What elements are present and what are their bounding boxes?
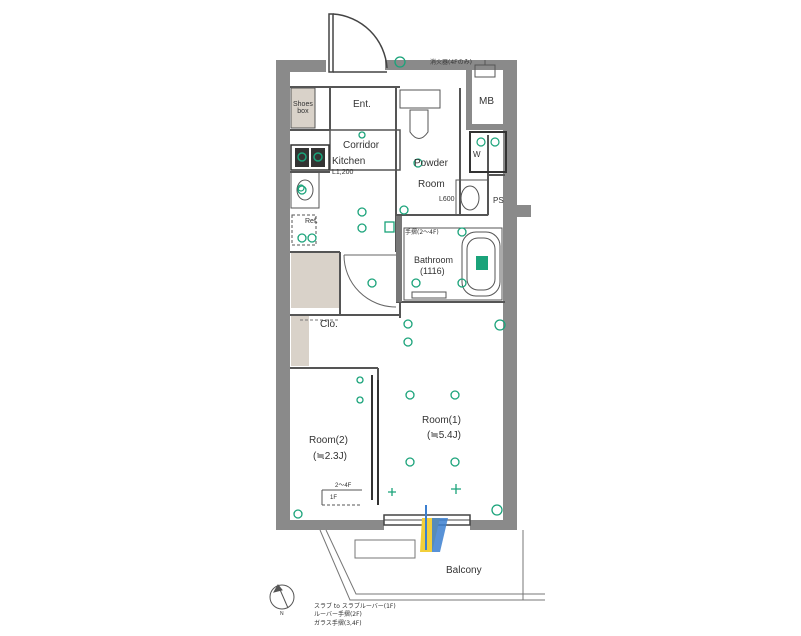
balcony-outline [319, 529, 545, 601]
legend-line-3: ガラス手摺(3,4F) [314, 619, 362, 627]
kitchen-label: Kitchen [332, 156, 366, 167]
balcony-label: Balcony [446, 565, 482, 576]
entrance-label: Ent. [353, 99, 371, 110]
legend-line-2: ルーバー手摺(2F) [314, 611, 362, 619]
kitchen-width-label: L1,200 [332, 169, 354, 176]
shoes-box-label: Shoes box [293, 101, 313, 116]
exterior-walls [276, 60, 531, 530]
legend-line-1: スラブ to スラブルーバー(1F) [314, 603, 396, 610]
closet-label: Clo. [320, 319, 338, 330]
room1-label: Room(1) [422, 415, 461, 426]
electrical-fixtures [293, 56, 506, 519]
bathroom-fixtures [403, 227, 503, 301]
compass-label: N [280, 611, 284, 617]
powder-width-label: L600 [439, 196, 455, 203]
kitchen-fixtures [290, 144, 330, 209]
washer-label: W [473, 150, 481, 159]
handrail-note: 手摺(2～4F) [405, 229, 439, 236]
step-1f-label: 1F [330, 495, 338, 501]
shoes-box-line2: box [297, 108, 309, 116]
kitchen-partition [329, 129, 401, 171]
legend: スラブ to スラブルーバー(1F) ルーバー手摺(2F) ガラス手摺(3,4F… [314, 603, 396, 628]
balcony-window [383, 505, 471, 552]
room2-size-label: (≒2.3J) [313, 451, 347, 462]
step-notch [321, 489, 362, 506]
powder-fixtures [399, 60, 507, 216]
ps-label: PS [493, 196, 504, 205]
refrigerator-label: Ref. [305, 218, 318, 225]
powder-room-label-2: Room [418, 179, 445, 190]
corridor-label: Corridor [343, 140, 380, 151]
bath-partition [396, 216, 402, 302]
entrance-door [328, 13, 388, 73]
storage-areas [290, 87, 339, 366]
shoes-box-line1: Shoes [293, 101, 313, 108]
room-partition-doors [300, 254, 397, 505]
extinguisher-note: 消火器(4Fのみ) [430, 59, 472, 66]
compass-icon [269, 584, 295, 610]
room1-size-label: (≒5.4J) [427, 430, 461, 441]
bathroom-size-label: (1116) [420, 266, 445, 276]
powder-room-label-1: Powder [414, 158, 448, 169]
bathroom-label: Bathroom [414, 255, 454, 265]
room2-label: Room(2) [309, 435, 348, 446]
mb-label: MB [479, 96, 494, 107]
step-4f-label: 2～4F [335, 483, 352, 489]
